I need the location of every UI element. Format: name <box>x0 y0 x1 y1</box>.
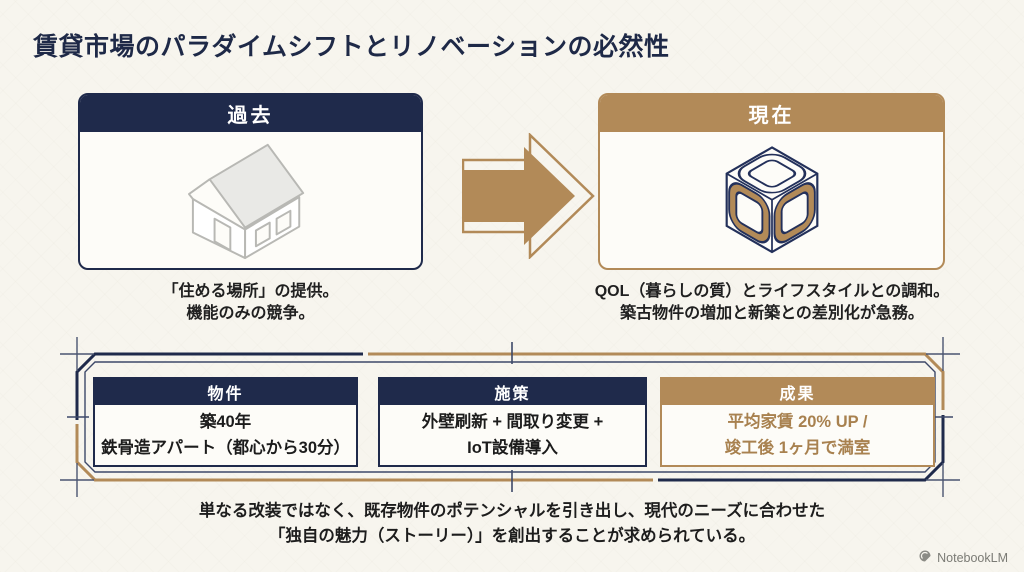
page-title: 賃貸市場のパラダイムシフトとリノベーションの必然性 <box>33 33 670 61</box>
property-card-header: 物件 <box>95 379 356 405</box>
notebooklm-logo-icon <box>918 549 932 566</box>
measures-card: 施策 外壁刷新 + 間取り変更 + IoT設備導入 <box>378 377 647 467</box>
present-caption: QOL（暮らしの質）とライフスタイルとの調和。 築古物件の増加と新築との差別化が… <box>548 281 996 325</box>
property-line1: 築40年 <box>199 413 252 431</box>
results-card-header: 成果 <box>662 379 933 405</box>
summary-line2: 「独自の魅力（ストーリー）」を創出することが求められている。 <box>268 527 756 545</box>
notebooklm-label: NotebookLM <box>937 550 1008 565</box>
measures-line2: IoT設備導入 <box>467 439 558 457</box>
property-card-body: 築40年 鉄骨造アパート（都心から30分） <box>95 405 356 465</box>
summary-text: 単なる改装ではなく、既存物件のポテンシャルを引き出し、現代のニーズに合わせた 「… <box>0 499 1024 549</box>
present-card: 現在 <box>598 93 945 270</box>
present-card-body <box>600 132 943 268</box>
knot-cube-icon <box>711 136 833 265</box>
present-card-header: 現在 <box>600 95 943 132</box>
property-card: 物件 築40年 鉄骨造アパート（都心から30分） <box>93 377 358 467</box>
results-card-body: 平均家賃 20% UP / 竣工後 1ヶ月で満室 <box>662 405 933 465</box>
summary-line1: 単なる改装ではなく、既存物件のポテンシャルを引き出し、現代のニーズに合わせた <box>198 502 826 520</box>
measures-card-header: 施策 <box>380 379 645 405</box>
past-caption: 「住める場所」の提供。 機能のみの競争。 <box>58 281 443 325</box>
present-caption-line2: 築古物件の増加と新築との差別化が急務。 <box>620 305 924 322</box>
property-line2: 鉄骨造アパート（都心から30分） <box>100 439 351 457</box>
past-card: 過去 <box>78 93 423 270</box>
shift-arrow-icon <box>461 132 596 264</box>
isometric-house-icon <box>176 134 326 267</box>
past-card-body <box>80 132 421 268</box>
notebooklm-brand: NotebookLM <box>918 549 1008 566</box>
past-caption-line1: 「住める場所」の提供。 <box>162 283 339 300</box>
past-card-header: 過去 <box>80 95 421 132</box>
results-line1: 平均家賃 20% UP / <box>727 413 868 431</box>
results-line2: 竣工後 1ヶ月で満室 <box>724 439 871 457</box>
results-card: 成果 平均家賃 20% UP / 竣工後 1ヶ月で満室 <box>660 377 935 467</box>
past-caption-line2: 機能のみの競争。 <box>186 305 315 322</box>
measures-line1: 外壁刷新 + 間取り変更 + <box>421 413 604 431</box>
measures-card-body: 外壁刷新 + 間取り変更 + IoT設備導入 <box>380 405 645 465</box>
present-caption-line1: QOL（暮らしの質）とライフスタイルとの調和。 <box>594 283 950 300</box>
